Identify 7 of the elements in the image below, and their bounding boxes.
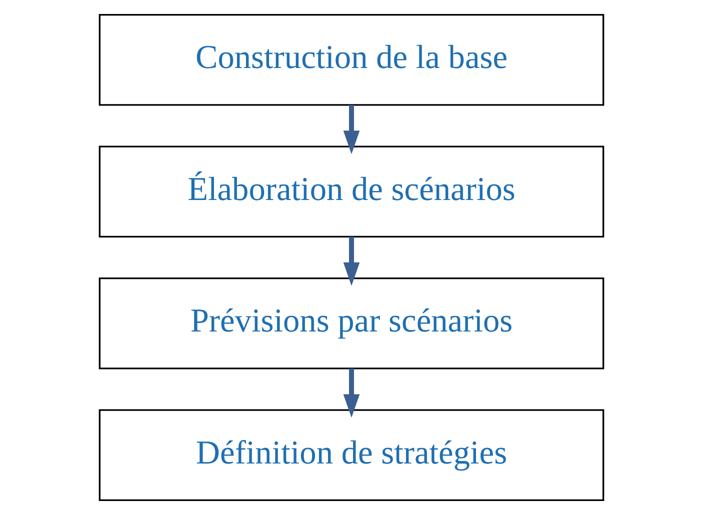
node-box: Prévisions par scénarios bbox=[98, 278, 604, 370]
arrow bbox=[342, 236, 360, 286]
node-box: Définition de stratégies bbox=[98, 409, 604, 501]
arrow bbox=[342, 368, 360, 418]
arrow bbox=[342, 105, 360, 154]
node-box: Construction de la base bbox=[98, 14, 604, 106]
node-box: Élaboration de scénarios bbox=[98, 146, 604, 238]
